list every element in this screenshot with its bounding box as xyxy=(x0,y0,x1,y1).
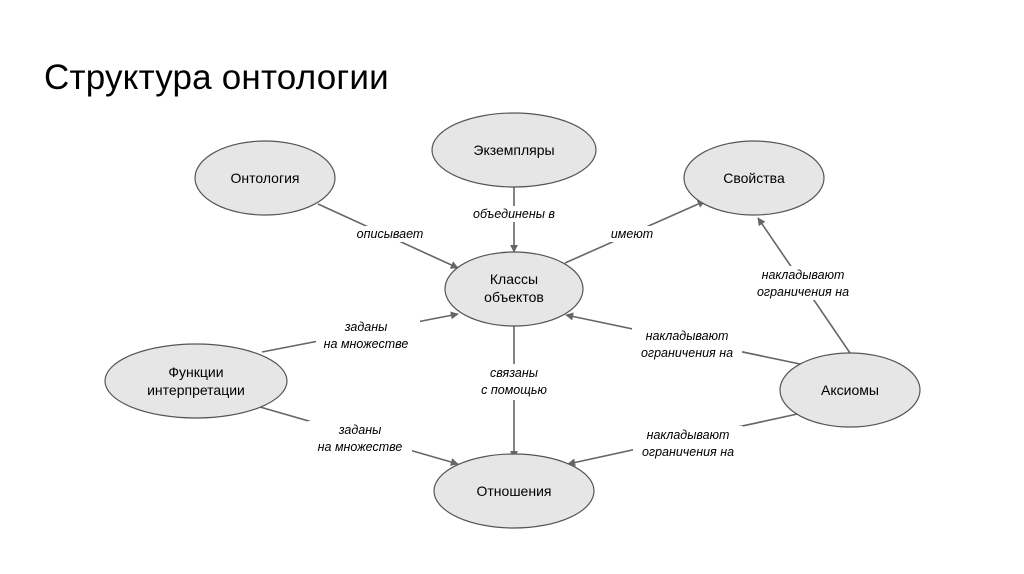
edge-label-functions-relations: заданы на множестве xyxy=(308,421,412,457)
node-label: Функции xyxy=(168,364,223,380)
edge-label-line: на множестве xyxy=(318,440,403,454)
edge-label-line: с помощью xyxy=(481,383,547,397)
edge-label-line: накладывают xyxy=(762,268,845,282)
node-label: интерпретации xyxy=(147,382,245,398)
node-instances: Экземпляры xyxy=(431,112,597,188)
slide-title: Структура онтологии xyxy=(44,58,389,97)
edge-label-line: на множестве xyxy=(324,337,409,351)
node-ontology: Онтология xyxy=(194,140,336,216)
edge-label-line: описывает xyxy=(357,227,424,241)
edge-label-line: имеют xyxy=(611,227,653,241)
edge-label-line: объединены в xyxy=(473,207,555,221)
edge-labels: описывает объединены в имеют накладывают… xyxy=(308,206,858,460)
node-axioms: Аксиомы xyxy=(779,352,921,428)
node-properties: Свойства xyxy=(683,140,825,216)
edge-label-line: ограничения на xyxy=(642,445,734,459)
edge-label-axioms-properties: накладывают ограничения на xyxy=(748,266,858,300)
edge-label-classes-relations: связаны с помощью xyxy=(472,364,556,400)
node-label: Классы xyxy=(490,271,538,287)
edge-label-ontology-classes: описывает xyxy=(349,226,431,242)
edge-label-line: ограничения на xyxy=(757,285,849,299)
edge-label-line: заданы xyxy=(338,423,382,437)
edge-label-instances-classes: объединены в xyxy=(465,206,563,222)
edge-label-line: накладывают xyxy=(646,329,729,343)
node-label: Отношения xyxy=(477,483,552,499)
edge-label-line: связаны xyxy=(490,366,538,380)
node-classes: Классы объектов xyxy=(444,251,584,327)
edge-label-line: заданы xyxy=(344,320,388,334)
edge-label-axioms-relations: накладывают ограничения на xyxy=(633,426,743,460)
edge-label-line: ограничения на xyxy=(641,346,733,360)
edge-label-line: накладывают xyxy=(647,428,730,442)
edge-label-classes-properties: имеют xyxy=(606,226,658,242)
node-relations: Отношения xyxy=(433,453,595,529)
edge-label-functions-classes: заданы на множестве xyxy=(316,318,420,354)
node-label: Аксиомы xyxy=(821,382,879,398)
node-functions: Функции интерпретации xyxy=(104,343,288,419)
node-label: Экземпляры xyxy=(473,142,554,158)
nodes: Онтология Экземпляры Свойства Классы объ… xyxy=(104,112,921,529)
node-label: объектов xyxy=(484,289,544,305)
node-label: Свойства xyxy=(723,170,785,186)
node-label: Онтология xyxy=(231,170,300,186)
edge-label-axioms-classes: накладывают ограничения на xyxy=(632,327,742,361)
